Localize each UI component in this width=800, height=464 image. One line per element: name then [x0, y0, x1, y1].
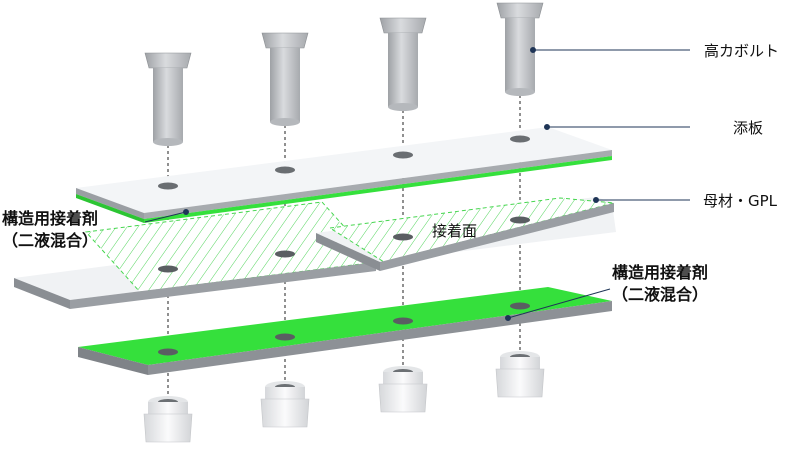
base-plate-right: [316, 197, 616, 271]
bolt-label: 高カボルト: [704, 42, 780, 60]
contact-surface-label: 接着面: [432, 222, 478, 240]
hex-nut-icon: [260, 381, 310, 428]
adhesive-label-left-line1: 構造用接着剤: [2, 209, 99, 228]
hex-nut-icon: [378, 366, 428, 413]
adhesive-label-right-line1: 構造用接着剤: [612, 263, 709, 282]
hex-bolt-icon: [144, 52, 192, 146]
leader-lines: [144, 47, 690, 321]
hex-nut-icon: [143, 396, 193, 443]
hex-bolt-icon: [379, 17, 427, 111]
hex-bolt-icon: [261, 32, 309, 126]
adhesive-label-right-line2: （二液混合）: [612, 285, 709, 304]
splice-plate-label: 添板: [733, 119, 764, 137]
splice-plate: [76, 127, 612, 223]
base-plate-label: 母材・GPL: [703, 192, 778, 210]
base-plate-left: [14, 201, 378, 309]
hex-bolt-icon: [496, 2, 544, 96]
hex-nut-icon: [495, 351, 545, 398]
adhesive-label-left: 構造用接着剤 （二液混合）: [2, 208, 98, 252]
bottom-plate: [78, 287, 612, 375]
adhesive-label-left-line2: （二液混合）: [2, 231, 99, 250]
adhesive-label-right: 構造用接着剤 （二液混合）: [612, 262, 708, 306]
